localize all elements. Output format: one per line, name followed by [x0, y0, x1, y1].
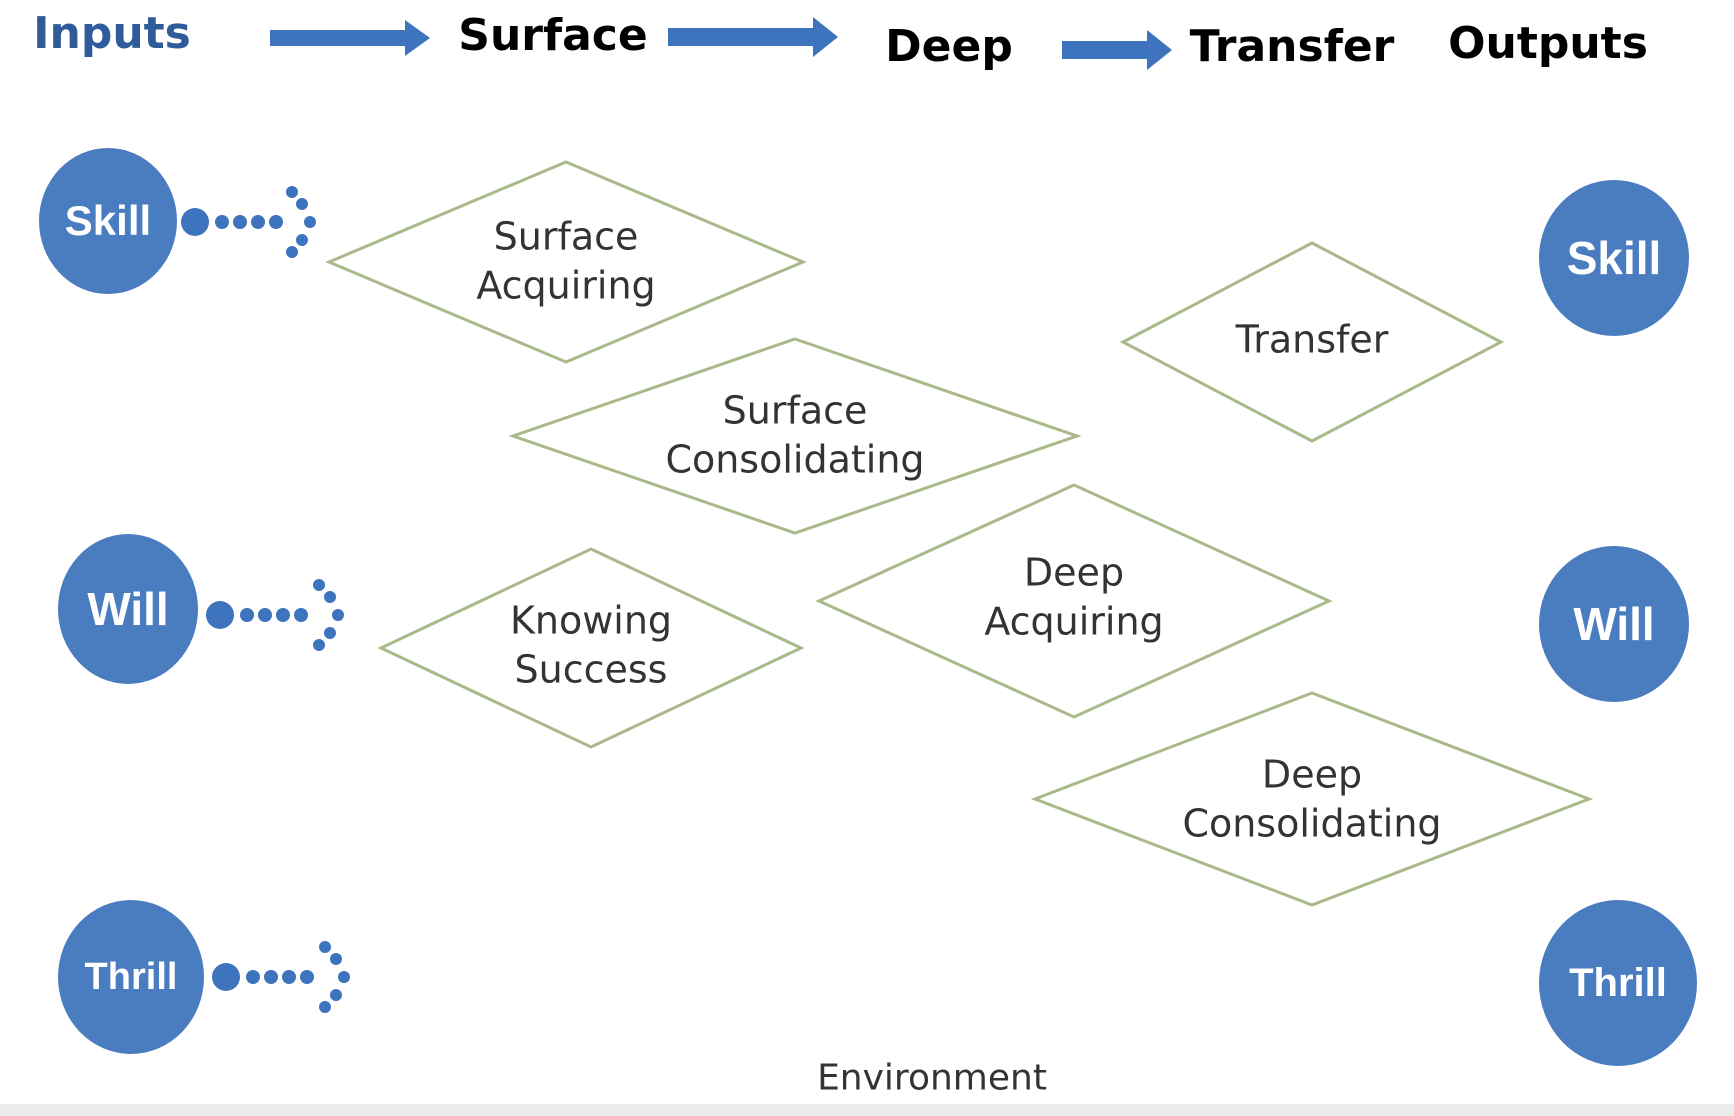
deep-acquiring-label: Deep Acquiring: [984, 550, 1164, 644]
header-arrow-icon: [270, 20, 430, 56]
output-will-circle: Will: [1539, 546, 1689, 702]
surface-consolidating-diamond: [508, 337, 1082, 535]
header-arrow-icon: [668, 17, 838, 57]
deep-consolidating-diamond: [1030, 691, 1594, 907]
dotted-chevron-icon: [212, 941, 350, 1013]
input-will-label: Will: [87, 583, 169, 635]
deep-acquiring-diamond: [815, 483, 1333, 719]
surface-acquiring-diamond: [325, 160, 807, 364]
input-thrill-circle: Thrill: [58, 900, 204, 1054]
dotted-chevron-icon: [206, 579, 344, 651]
output-thrill-label: Thrill: [1569, 961, 1667, 1005]
transfer-label: Transfer: [1235, 317, 1389, 362]
surface-consolidating-label: Surface Consolidating: [665, 388, 925, 482]
transfer-diamond: [1119, 241, 1505, 443]
input-thrill-label: Thrill: [84, 956, 178, 998]
header-arrow-icon: [1062, 30, 1172, 70]
output-will-label: Will: [1573, 598, 1655, 650]
header-deep-label: Deep: [885, 21, 1013, 72]
knowing-success-diamond: [377, 547, 805, 749]
output-skill-circle: Skill: [1539, 180, 1689, 336]
environment-label: Environment: [817, 1057, 1047, 1099]
header-transfer-label: Transfer: [1189, 21, 1395, 72]
deep-consolidating-label: Deep Consolidating: [1182, 752, 1442, 846]
output-skill-label: Skill: [1566, 232, 1662, 284]
bottom-divider: [0, 1104, 1734, 1116]
knowing-success-label: Knowing Success: [509, 598, 673, 692]
surface-acquiring-label: Surface Acquiring: [476, 214, 656, 308]
input-skill-label: Skill: [64, 197, 152, 244]
output-thrill-circle: Thrill: [1539, 900, 1697, 1066]
input-will-circle: Will: [58, 534, 198, 684]
input-skill-circle: Skill: [39, 148, 177, 294]
dotted-chevron-icon: [181, 186, 316, 258]
header-surface-label: Surface: [458, 10, 648, 61]
header-outputs-label: Outputs: [1448, 18, 1648, 69]
header-inputs-label: Inputs: [33, 8, 191, 59]
